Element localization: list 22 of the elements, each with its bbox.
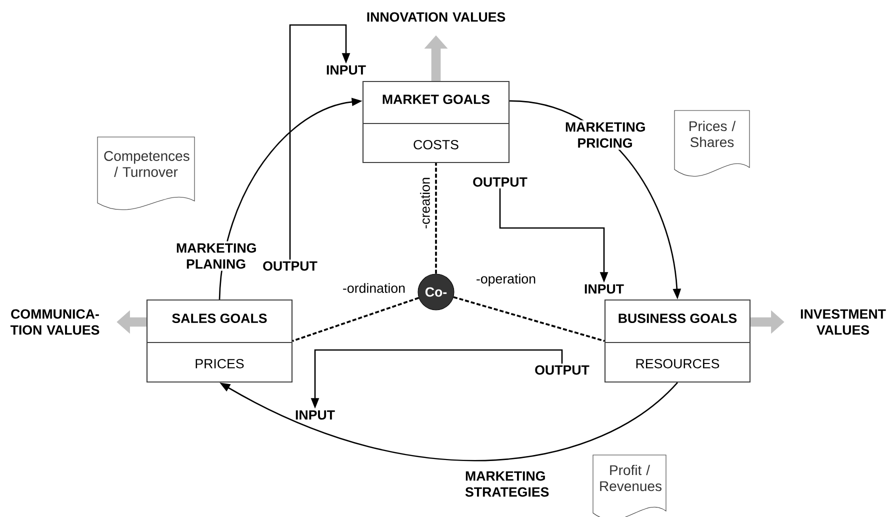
goal-box: SALES GOALS PRICES: [146, 299, 293, 383]
flow-label: INNOVATION VALUES: [367, 12, 506, 22]
edge-label: MARKETING PLANING: [174, 241, 258, 271]
edge-label: -creation: [418, 175, 432, 231]
edge-label: MARKETING STRATEGIES: [463, 469, 549, 499]
edge-label: -operation: [474, 272, 538, 288]
goal-box: BUSINESS GOALS RESOURCES: [604, 299, 751, 383]
goal-box: MARKET GOALS COSTS: [362, 80, 510, 164]
flow-label: OUTPUT: [535, 365, 590, 375]
flow-label: OUTPUT: [473, 177, 528, 187]
dashed-line: [292, 297, 420, 342]
arrow: [289, 24, 350, 260]
flow-label: INVESTMENT VALUES: [800, 309, 886, 335]
dashed-line: [453, 296, 605, 342]
edge-label: -ordination: [340, 281, 408, 295]
dashed-line: [435, 163, 437, 274]
edge-label: MARKETING PRICING: [563, 120, 647, 150]
flow-label: OUTPUT: [263, 261, 318, 271]
flow-label: INPUT: [326, 65, 366, 75]
flow-label: INPUT: [584, 284, 624, 294]
flow-label: INPUT: [296, 410, 335, 420]
flow-label: COMMUNICA- TION VALUES: [10, 309, 100, 335]
